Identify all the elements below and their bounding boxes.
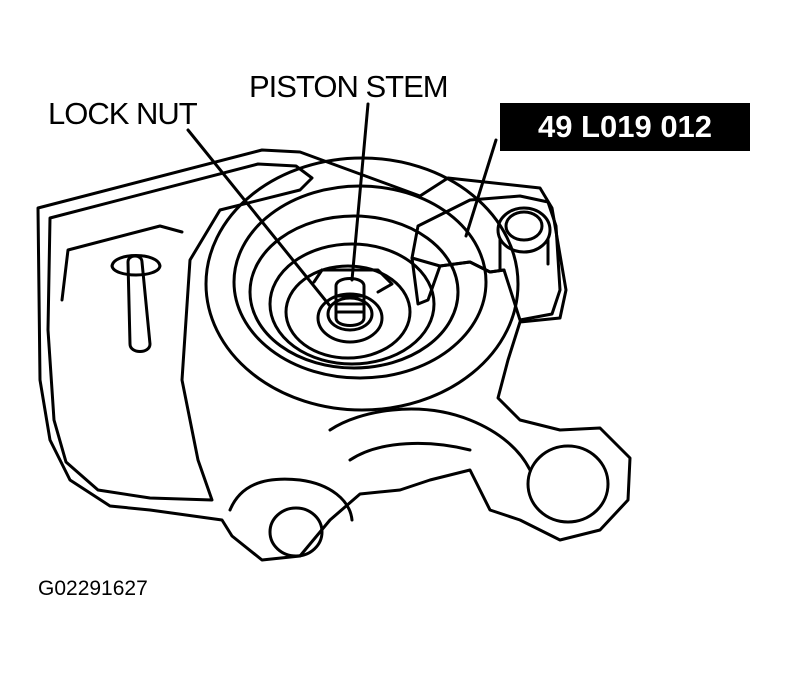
mounting-hole-right [526,444,610,524]
special-tool-number-badge: 49 L019 012 [500,103,750,151]
caliper-body-outline [36,148,632,562]
mounting-hole-left [268,506,324,558]
lower-body-contour-2 [348,441,472,462]
lower-body-contour [328,407,532,472]
special-tool-bracket-edge [410,256,506,274]
lock-nut-inner [326,296,374,332]
tool-bolt-shank [498,238,550,272]
piston-bore-ring-5 [284,264,412,360]
lock-nut [316,292,384,344]
tool-bolt-top [504,210,544,242]
figure-code: G02291627 [38,577,148,600]
guide-pin [126,254,152,353]
piston-stem-thread [336,294,364,314]
lower-left-lug [228,477,354,522]
guide-pin-boot [110,254,162,277]
tool-bolt-head [496,206,552,254]
lock-nut-label: LOCK NUT [48,96,198,131]
tool-leader [464,138,498,238]
piston-stem [334,277,366,327]
piston-bore-ring-4 [268,242,436,366]
piston-stem-label: PISTON STEM [249,69,449,104]
lock-nut-leader [186,128,332,308]
caliper-inner-panel-edge [60,224,184,302]
caliper-inner-panel [46,162,314,502]
special-tool-bracket [410,194,562,322]
piston-hex [312,268,394,294]
piston-stem-leader [350,102,370,282]
piston-bore-ring-3 [248,214,460,370]
